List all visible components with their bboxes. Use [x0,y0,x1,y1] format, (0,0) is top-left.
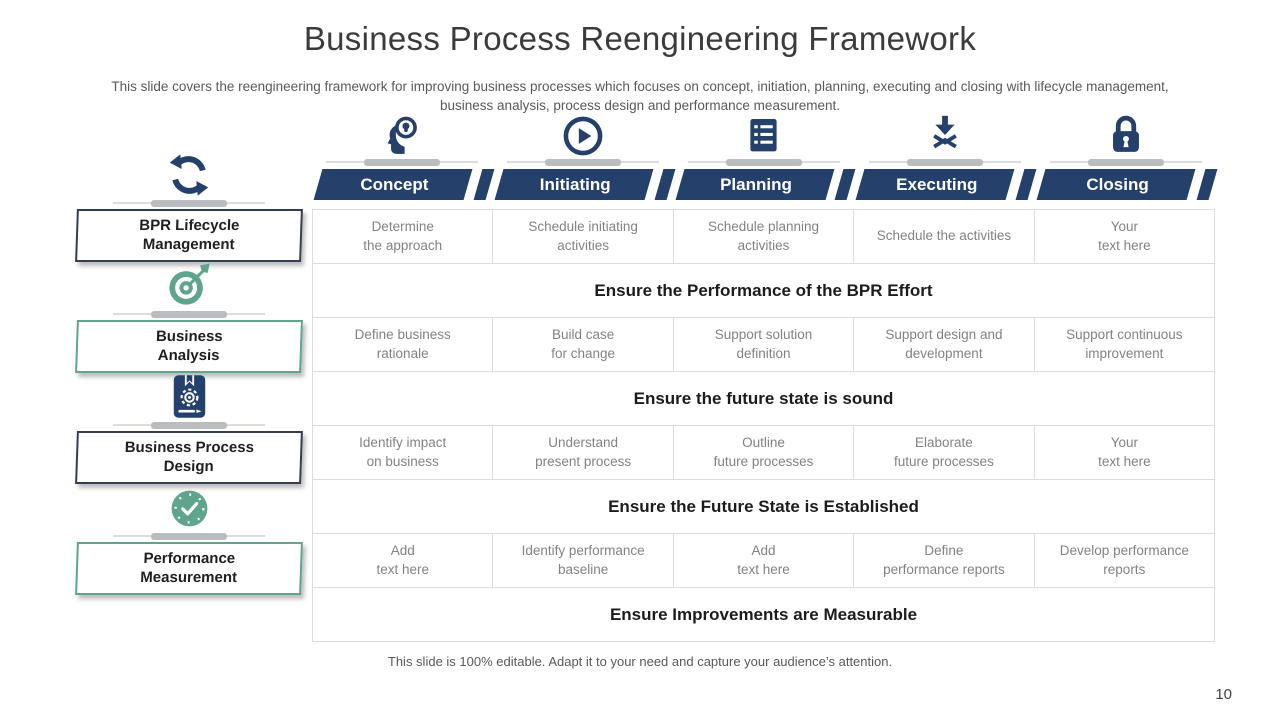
matrix-cell: Develop performance reports [1034,533,1216,588]
phase-label: Executing [896,174,978,194]
category-performance-measurement: Performance Measurement [75,486,303,595]
matrix-cell: Support continuous improvement [1034,317,1216,372]
phase-label: Concept [360,174,429,194]
matrix-cell: Elaborate future processes [854,425,1035,480]
icon-platform [113,310,265,319]
page-title: Business Process Reengineering Framework [303,20,977,57]
refresh-cycle-icon [169,154,209,196]
padlock-icon [1112,115,1139,152]
deploy-arrow-icon [932,115,957,149]
phase-banner: Planning [674,169,856,200]
phase-label: Planning [720,174,792,194]
matrix-cell: Support design and development [854,317,1035,372]
phase-col-executing: Executing [854,112,1037,200]
matrix-cell: Support solution definition [673,317,855,372]
matrix-cell: Define business rationale [312,317,494,372]
matrix-cell: Build case for change [493,317,674,372]
framework-matrix: Determine the approach Schedule initiati… [312,209,1216,642]
phase-banner: Concept [312,169,495,200]
page-number: 10 [1215,686,1232,703]
phase-col-concept: Concept [312,112,495,200]
icon-platform [113,199,265,208]
matrix-cell: Define performance reports [854,533,1035,588]
matrix-cell: Identify impact on business [312,425,494,480]
icon-platform [868,158,1021,167]
phase-banner: Initiating [493,169,676,200]
matrix-row-design: Identify impact on business Understand p… [312,425,1216,480]
editable-note: This slide is 100% editable. Adapt it to… [387,654,893,669]
matrix-cell: Add text here [312,533,494,588]
phase-label: Closing [1086,174,1149,194]
matrix-cell: Determine the approach [312,209,494,264]
target-arrow-icon [169,263,210,305]
icon-platform [113,532,265,541]
matrix-cell: Add text here [673,533,855,588]
matrix-cell: Identify performance baseline [493,533,674,588]
phase-banner: Executing [854,169,1037,200]
matrix-cell: Schedule the activities [854,209,1035,264]
phase-col-closing: Closing [1035,112,1218,200]
play-circle-icon [563,116,603,156]
matrix-cell: Schedule planning activities [673,209,855,264]
icon-platform [326,158,479,167]
phase-label: Initiating [539,174,611,194]
category-business-analysis: Business Analysis [75,263,303,373]
matrix-cell: Your text here [1034,425,1216,480]
matrix-row-analysis: Define business rationale Build case for… [312,317,1216,372]
summary-row: Ensure Improvements are Measurable [312,587,1215,642]
matrix-cell: Understand present process [493,425,674,480]
process-design-book-icon [173,375,205,418]
checklist-icon [750,119,778,152]
idea-head-icon [387,116,418,154]
matrix-cell: Outline future processes [673,425,855,480]
category-bpr-lifecycle: BPR Lifecycle Management [75,153,303,262]
category-label-box: Business Process Design [75,431,303,484]
category-label-box: Business Analysis [75,320,303,373]
phase-col-planning: Planning [674,112,856,200]
phase-col-initiating: Initiating [493,112,676,200]
category-label-box: Performance Measurement [75,542,303,595]
matrix-cell: Your text here [1034,209,1216,264]
category-label-box: BPR Lifecycle Management [75,209,303,262]
phase-header-row: Concept Initiating [312,112,1218,200]
icon-platform [113,421,265,430]
summary-row: Ensure the Performance of the BPR Effort [312,263,1215,318]
category-business-process-design: Business Process Design [75,375,303,484]
icon-platform [1049,158,1202,167]
icon-platform [687,158,840,167]
slide-subtitle: This slide covers the reengineering fram… [111,79,1169,113]
icon-platform [507,158,660,167]
matrix-cell: Schedule initiating activities [493,209,674,264]
summary-row: Ensure the future state is sound [312,371,1215,426]
phase-banner: Closing [1035,169,1218,200]
matrix-row-measurement: Add text here Identify performance basel… [312,533,1216,588]
summary-row: Ensure the Future State is Established [312,479,1215,534]
clock-check-icon [171,490,207,527]
matrix-row-lifecycle: Determine the approach Schedule initiati… [312,209,1216,264]
